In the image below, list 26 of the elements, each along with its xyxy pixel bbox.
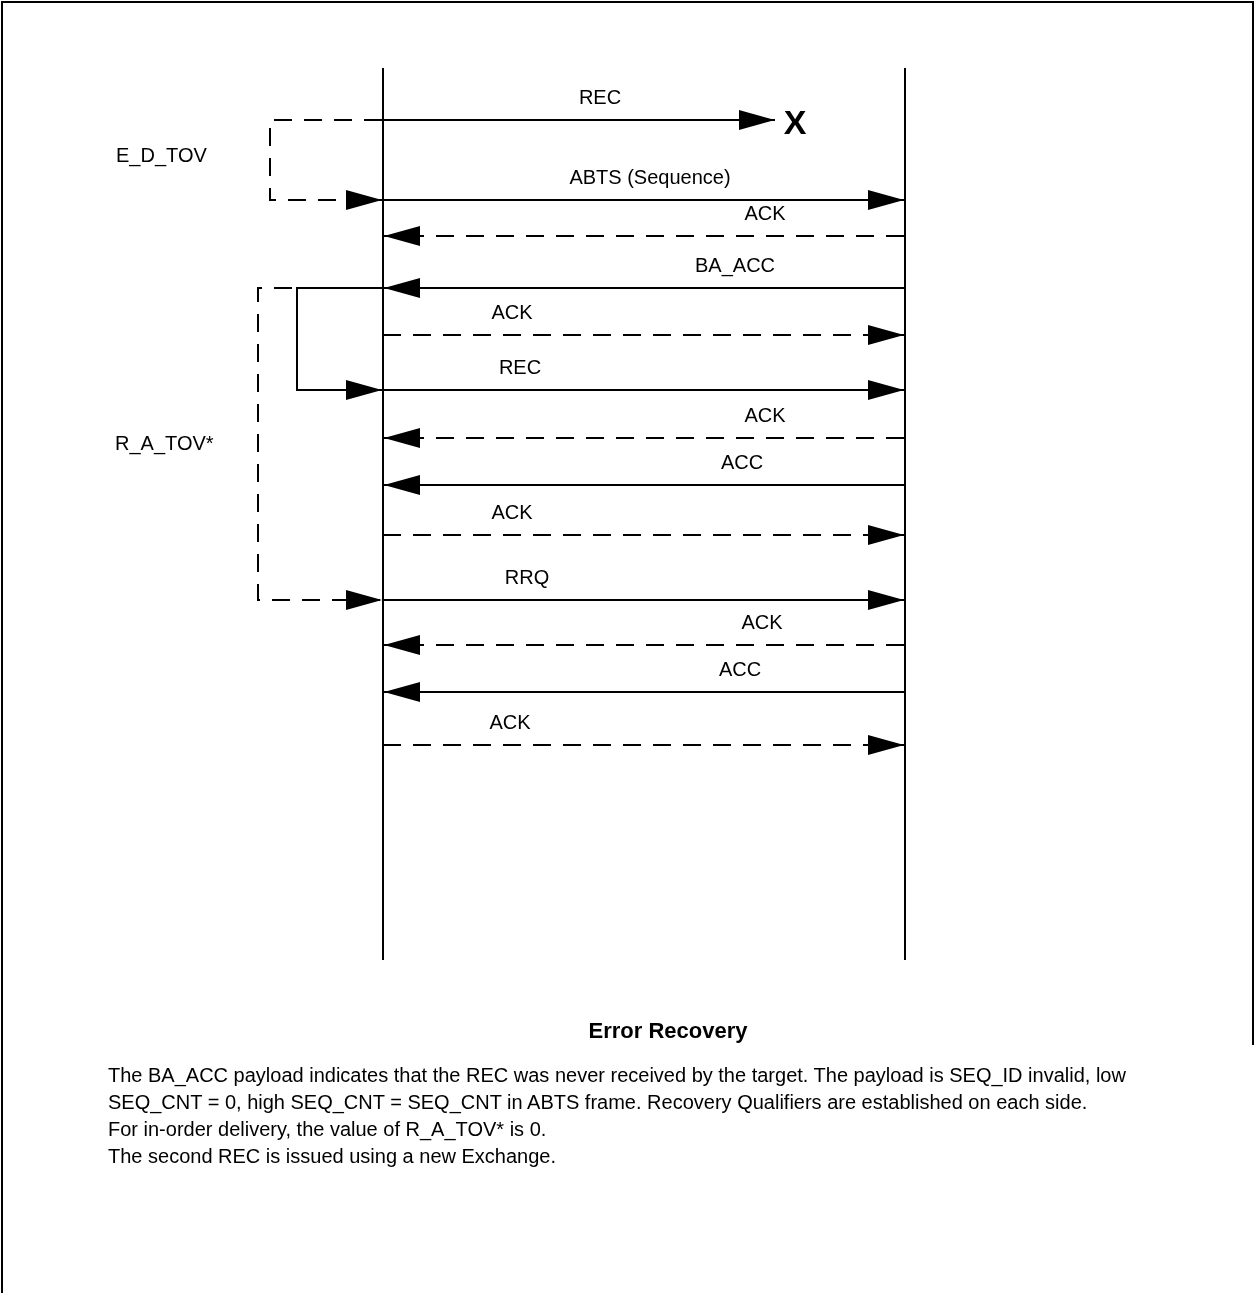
title: Error Recovery [588, 1018, 748, 1044]
message-arrow [382, 110, 776, 130]
message-arrow [382, 325, 905, 345]
message-arrow [382, 525, 905, 545]
edge-label: ABTS (Sequence) [567, 166, 733, 189]
message-arrow [382, 590, 905, 610]
lifeline [904, 68, 906, 960]
caption-line: The second REC is issued using a new Exchange. [108, 1144, 557, 1169]
message-arrow [383, 682, 905, 702]
timer-label: E_D_TOV [116, 143, 207, 169]
caption-paragraph: The BA_ACC payload indicates that the REC was never received by the target. The payload is SEQ_ID invalid, low SEQ_CNT = 0, high SEQ_CNT = SEQ_CNT in ABTS frame. Recovery Qualifiers are established on each side. [108, 1063, 1127, 1116]
timer-arrow [257, 287, 383, 610]
timer-arrow [296, 287, 383, 400]
timer-arrow [269, 119, 383, 210]
lifeline [382, 68, 384, 960]
timer-label: R_A_TOV* [115, 431, 214, 457]
message-arrow [383, 226, 905, 246]
caption-line: For in-order delivery, the value of R_A_TOV* is 0. [108, 1117, 547, 1143]
message-arrow [383, 635, 905, 655]
message-arrow [382, 190, 905, 210]
message-arrow [382, 735, 905, 755]
message-arrow [383, 475, 905, 495]
message-arrow [383, 428, 905, 448]
message-arrow [383, 278, 905, 298]
message-arrow [382, 380, 905, 400]
lost-frame-mark: X [778, 104, 812, 140]
